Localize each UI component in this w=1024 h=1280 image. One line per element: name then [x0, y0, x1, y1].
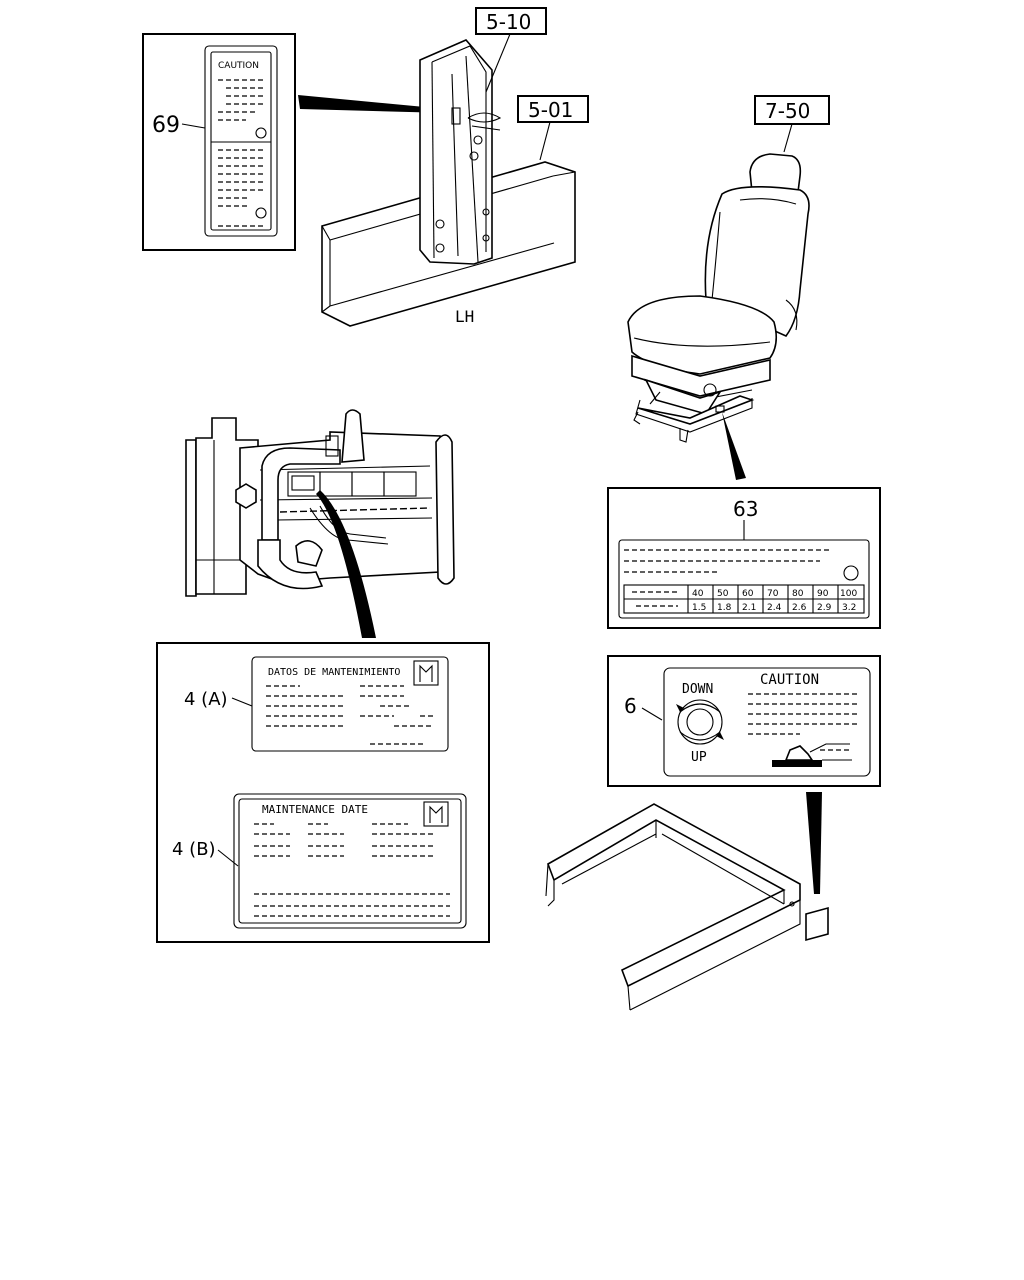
frame-lh-label: LH: [455, 307, 474, 326]
decal-69-caution-text: CAUTION: [218, 61, 259, 71]
decal-63-value: 2.1: [742, 603, 756, 613]
seat-drawing: 7-50: [627, 95, 830, 443]
item-4b-label: 4 (B): [172, 839, 216, 860]
decal-4b-text-lines: [254, 823, 450, 917]
decal-4a-text-lines: [266, 685, 434, 745]
decal-63-header: 70: [767, 589, 779, 599]
decal-63-value: 3.2: [842, 603, 856, 613]
decal-63-value: 2.4: [767, 603, 782, 613]
leader-6: [806, 792, 822, 894]
leader-63: [722, 412, 746, 480]
decal-4-panel: DATOS DE MANTENIMIENTO 4 (A) MAINTENANCE…: [156, 642, 490, 943]
leader-4: [316, 490, 376, 638]
item-6-label: 6: [624, 694, 637, 718]
decal-69-panel: CAUTION 69: [142, 33, 296, 251]
decal-6-down-text: DOWN: [682, 682, 713, 697]
cab-frame-drawing: [545, 803, 829, 1011]
callout-5-10: 5-10: [475, 7, 547, 93]
decal-6-caution-text: CAUTION: [760, 672, 819, 688]
callout-5-01-text: 5-01: [528, 98, 573, 122]
decal-63-panel: 63 40 50 60 70 80 90 100 1.5 1.8 2.1 2.4: [607, 487, 881, 629]
decal-63-header: 100: [840, 589, 857, 599]
knob-icon: [676, 699, 724, 745]
decal-6-panel: 6 DOWN UP CAUTION: [607, 655, 881, 787]
item-4a-label: 4 (A): [184, 689, 228, 710]
callout-5-10-text: 5-10: [486, 10, 531, 34]
decal-69-text-lines: [211, 79, 271, 227]
decal-63-header: 50: [717, 589, 729, 599]
truck-frame-rail-drawing: LH: [321, 39, 576, 327]
decal-6-up-text: UP: [691, 750, 707, 765]
item-69-label: 69: [152, 113, 180, 138]
callout-5-01: 5-01: [517, 95, 589, 161]
decal-4b-title: MAINTENANCE DATE: [262, 803, 368, 816]
decal-63-header: 90: [817, 589, 829, 599]
item-63-label: 63: [733, 497, 758, 521]
decal-63-header: 80: [792, 589, 804, 599]
decal-63-value: 2.9: [817, 603, 832, 613]
lever-icon: [772, 743, 852, 767]
callout-7-50-text: 7-50: [765, 99, 810, 123]
decal-63-header: 40: [692, 589, 704, 599]
decal-63-table: 40 50 60 70 80 90 100 1.5 1.8 2.1 2.4 2.…: [692, 589, 857, 613]
decal-63-value: 2.6: [792, 603, 807, 613]
decal-6-text-lines: [748, 693, 860, 735]
decal-63-value: 1.8: [717, 603, 732, 613]
leader-69: [298, 95, 447, 113]
engine-drawing: [185, 409, 455, 597]
decal-63-header: 60: [742, 589, 754, 599]
decal-4a-title: DATOS DE MANTENIMIENTO: [268, 667, 400, 678]
decal-63-value: 1.5: [692, 603, 706, 613]
callout-7-50: 7-50: [754, 95, 830, 153]
